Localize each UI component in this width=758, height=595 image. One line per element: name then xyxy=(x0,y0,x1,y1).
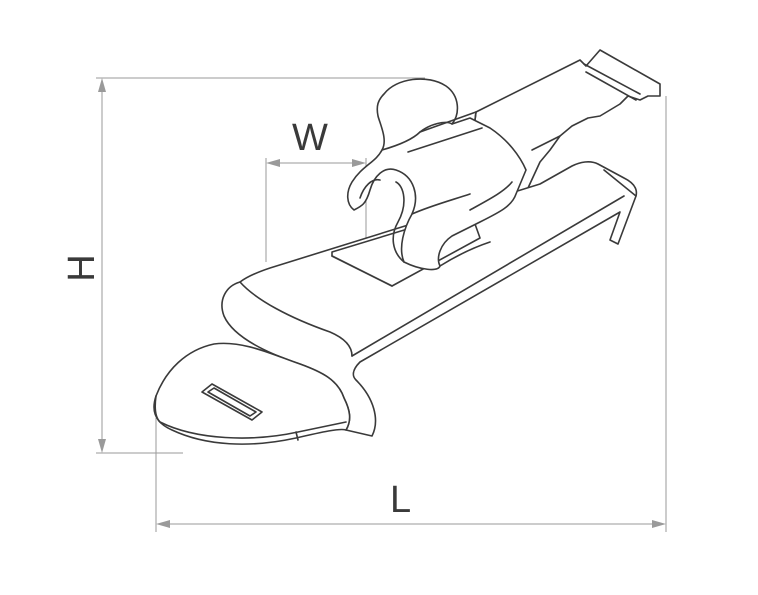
w-arrow-left xyxy=(266,159,280,167)
h-arrow-top xyxy=(98,78,106,92)
h-arrow-bottom xyxy=(98,439,106,453)
spring-clip xyxy=(346,78,527,271)
clip-part xyxy=(153,49,661,445)
height-label: H xyxy=(61,254,103,281)
strap-body xyxy=(221,161,638,437)
mounting-foot xyxy=(153,342,351,445)
mounting-slot xyxy=(201,383,263,421)
length-label: L xyxy=(390,479,411,521)
l-arrow-left xyxy=(156,520,170,528)
width-label: W xyxy=(292,117,328,159)
w-arrow-right xyxy=(352,159,366,167)
dimension-lines xyxy=(96,77,667,532)
l-arrow-right xyxy=(652,520,666,528)
